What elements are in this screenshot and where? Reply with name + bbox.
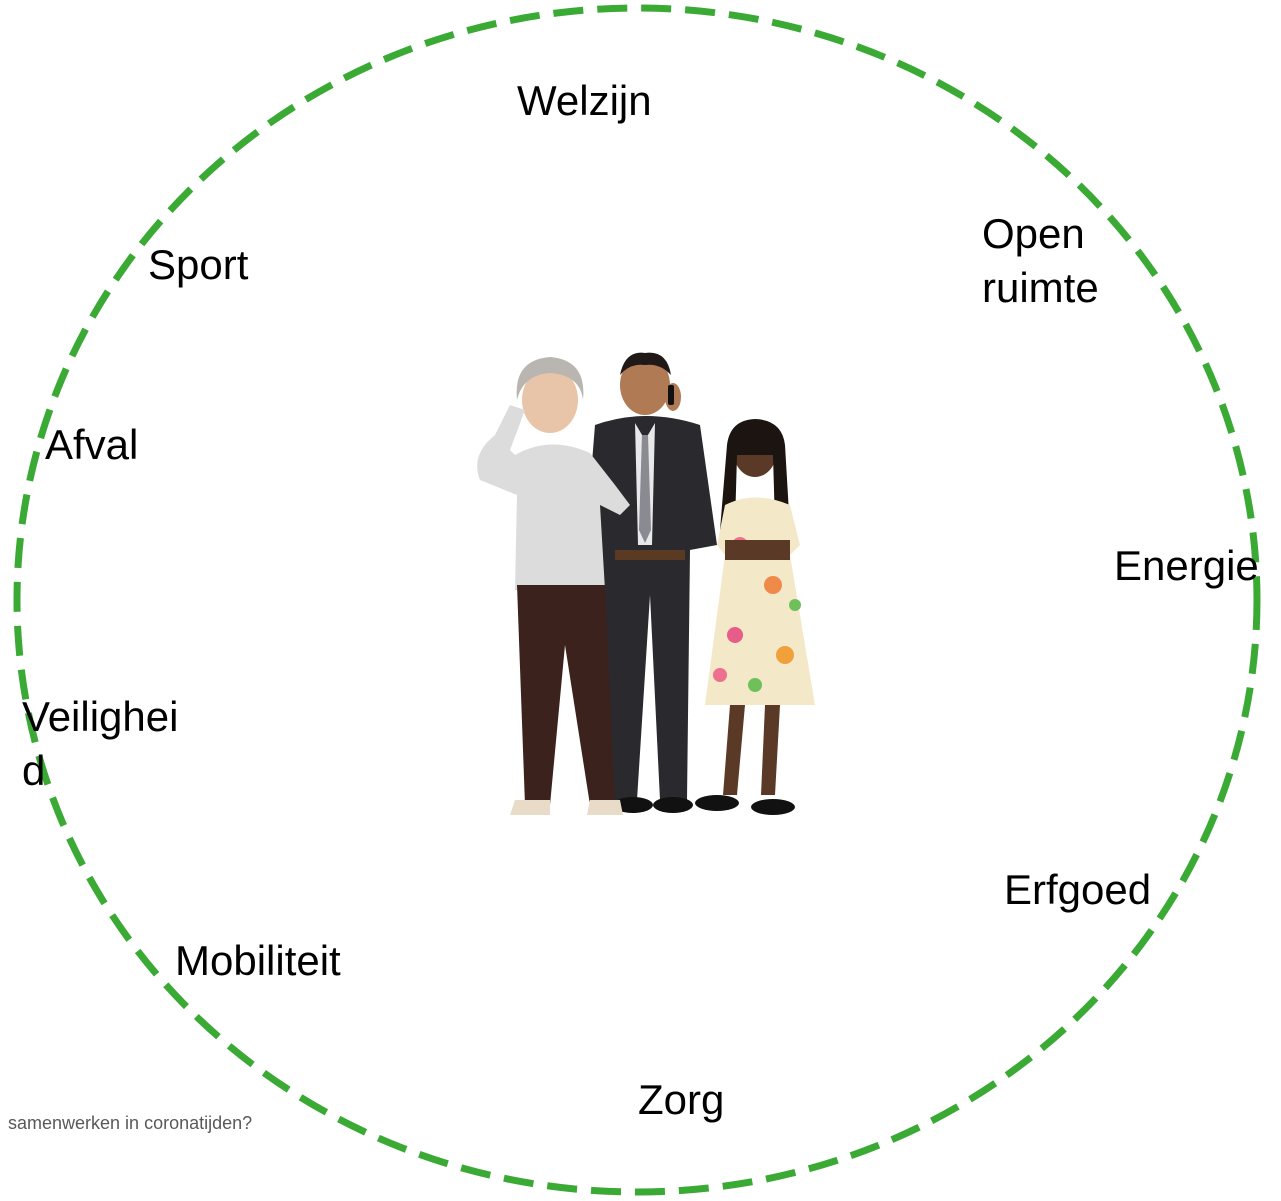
topic-mobiliteit: Mobiliteit (175, 937, 341, 984)
topic-afval: Afval (45, 421, 139, 468)
topic-veiligheid: Veilighei d (22, 690, 178, 798)
topic-erfgoed: Erfgoed (1004, 866, 1152, 913)
girl-figure (695, 419, 815, 815)
ring-ellipse (13, 4, 1261, 1196)
topic-open-ruimte-line1: Open (982, 210, 1085, 257)
topic-welzijn: Welzijn (517, 77, 652, 124)
topic-veiligheid-line2: d (22, 747, 46, 794)
topic-energie: Energie (1114, 542, 1259, 589)
woman-figure (477, 357, 630, 815)
footer-caption: samenwerken in coronatijden? (8, 1113, 253, 1133)
topic-zorg: Zorg (638, 1076, 725, 1123)
people-group-illustration (477, 352, 815, 815)
topic-sport: Sport (148, 241, 249, 288)
topic-veiligheid-line1: Veilighei (22, 693, 179, 740)
topic-open-ruimte: Open ruimte (982, 207, 1099, 315)
topic-open-ruimte-line2: ruimte (982, 264, 1099, 311)
